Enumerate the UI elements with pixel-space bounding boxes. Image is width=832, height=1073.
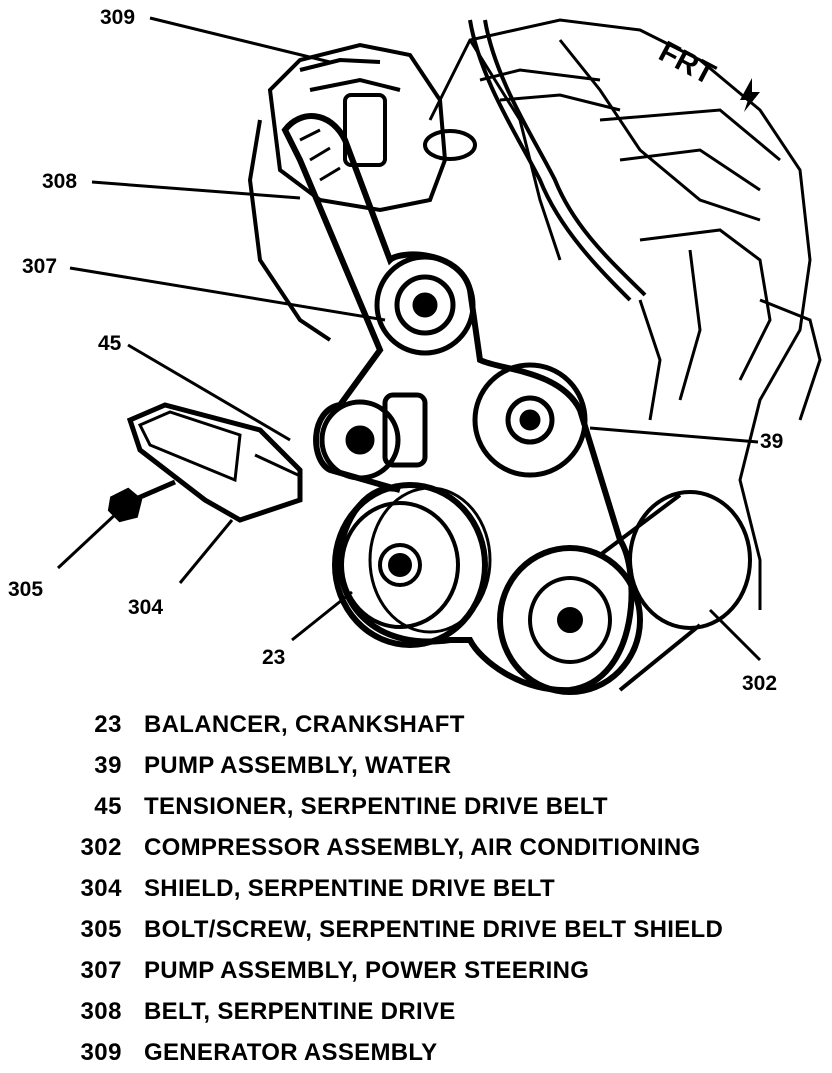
legend-row: 308 BELT, SERPENTINE DRIVE [40,992,456,1032]
legend-description: COMPRESSOR ASSEMBLY, AIR CONDITIONING [144,834,701,861]
legend-number: 304 [80,875,122,902]
legend-description: GENERATOR ASSEMBLY [144,1039,438,1066]
callout-labels: 309 308 307 45 39 305 304 23 302 [8,6,783,695]
callout-309: 309 [100,6,135,29]
legend-number: 307 [80,957,122,984]
legend-description: SHIELD, SERPENTINE DRIVE BELT [144,875,555,902]
legend-row: 307 PUMP ASSEMBLY, POWER STEERING [40,951,589,991]
legend-description: PUMP ASSEMBLY, WATER [144,752,452,779]
reservoir-cap [423,129,477,161]
callout-304: 304 [128,596,163,619]
hose-outline [468,19,647,302]
callout-39: 39 [760,430,783,453]
legend-number: 39 [94,752,122,779]
serpentine-belt-308 [281,113,635,694]
legend-row: 23 BALANCER, CRANKSHAFT [40,705,465,745]
leader-lines [56,16,762,662]
callout-307: 307 [22,255,57,278]
legend-description: PUMP ASSEMBLY, POWER STEERING [144,957,590,984]
legend-number: 309 [80,1039,122,1066]
legend-description: BALANCER, CRANKSHAFT [144,711,465,738]
belt-shield-304 [126,402,303,523]
legend-description: TENSIONER, SERPENTINE DRIVE BELT [144,793,608,820]
callout-302: 302 [742,672,777,695]
tensioner-45 [319,392,428,481]
frt-label: FRT [653,35,720,92]
front-arrow-icon [740,78,760,112]
legend-number: 302 [80,834,122,861]
legend-row: 309 GENERATOR ASSEMBLY [40,1033,437,1073]
legend-description: BELT, SERPENTINE DRIVE [144,998,456,1025]
callout-23: 23 [262,646,285,669]
generator-309 [247,42,448,342]
legend-number: 45 [94,793,122,820]
legend-number: 305 [80,916,122,943]
legend-row: 45 TENSIONER, SERPENTINE DRIVE BELT [40,787,608,827]
engine-belt-diagram: FRT 309 308 307 45 39 305 304 23 302 [8,6,822,695]
legend-row: 302 COMPRESSOR ASSEMBLY, AIR CONDITIONIN… [40,828,701,868]
ac-compressor-302 [497,490,752,695]
legend-number: 308 [80,998,122,1025]
front-direction-indicator: FRT [653,35,760,112]
crankshaft-balancer-23 [332,482,492,648]
engine-block-outline [428,18,822,610]
callout-308: 308 [42,170,77,193]
bolt-305 [107,479,176,523]
legend-description: BOLT/SCREW, SERPENTINE DRIVE BELT SHIELD [144,916,724,943]
callout-305: 305 [8,578,43,601]
legend-row: 39 PUMP ASSEMBLY, WATER [40,746,451,786]
legend-row: 305 BOLT/SCREW, SERPENTINE DRIVE BELT SH… [40,910,723,950]
callout-45: 45 [98,332,122,355]
legend-row: 304 SHIELD, SERPENTINE DRIVE BELT [40,869,555,909]
legend-number: 23 [94,711,122,738]
water-pump-pulley-39 [472,362,588,478]
